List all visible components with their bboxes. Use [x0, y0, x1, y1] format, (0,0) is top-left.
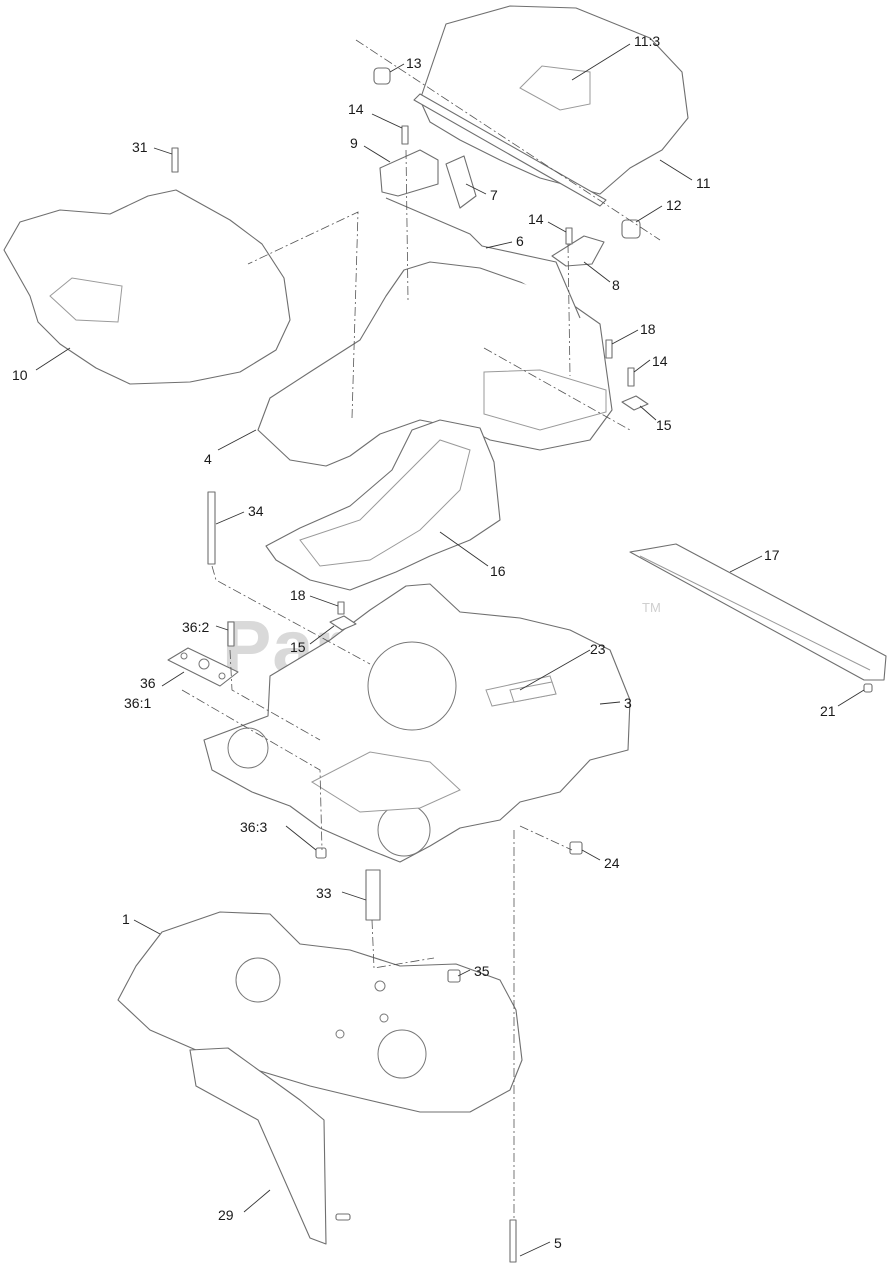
callout-33[interactable]: 33 [316, 885, 332, 901]
callout-8[interactable]: 8 [612, 277, 620, 293]
callout-23[interactable]: 23 [590, 641, 606, 657]
callouts: 11:3 13 14 9 31 7 11 12 14 6 8 18 14 10 … [12, 33, 836, 1251]
part-7-pad[interactable] [445, 155, 477, 209]
part-16-chute[interactable] [265, 419, 501, 591]
callout-18a[interactable]: 18 [640, 321, 656, 337]
callout-36[interactable]: 36 [140, 675, 156, 691]
part-4-shroud[interactable] [257, 261, 613, 467]
part-17-bar[interactable] [629, 543, 887, 681]
part-11-cover[interactable] [413, 5, 689, 207]
part-8-bracket[interactable] [551, 235, 605, 267]
leader-lines [35, 43, 865, 1257]
callout-4[interactable]: 4 [204, 451, 212, 467]
callout-7[interactable]: 7 [490, 187, 498, 203]
callout-21[interactable]: 21 [820, 703, 836, 719]
part-13-spring[interactable] [373, 67, 391, 85]
callout-31[interactable]: 31 [132, 139, 148, 155]
callout-10[interactable]: 10 [12, 367, 28, 383]
callout-15b[interactable]: 15 [290, 639, 306, 655]
callout-36-1[interactable]: 36:1 [124, 695, 151, 711]
part-10-cover[interactable] [3, 189, 291, 385]
callout-29[interactable]: 29 [218, 1207, 234, 1223]
hardware [171, 67, 873, 1263]
callout-14a[interactable]: 14 [348, 101, 364, 117]
callout-3[interactable]: 3 [624, 695, 632, 711]
part-12-spring[interactable] [621, 219, 641, 239]
callout-14b[interactable]: 14 [528, 211, 544, 227]
callout-36-2[interactable]: 36:2 [182, 619, 209, 635]
part-5-bolt[interactable] [509, 1219, 517, 1263]
part-1-deck[interactable] [117, 911, 523, 1113]
callout-11-3[interactable]: 11:3 [634, 33, 660, 49]
callout-14c[interactable]: 14 [652, 353, 668, 369]
callout-24[interactable]: 24 [604, 855, 620, 871]
callout-6[interactable]: 6 [516, 233, 524, 249]
callout-13[interactable]: 13 [406, 55, 422, 71]
callout-36-3[interactable]: 36:3 [240, 819, 267, 835]
assembly-lines [181, 39, 661, 1220]
part-34-bolt[interactable] [207, 491, 216, 565]
callout-15a[interactable]: 15 [656, 417, 672, 433]
callout-11[interactable]: 11 [696, 175, 711, 191]
callout-12[interactable]: 12 [666, 197, 682, 213]
callout-1[interactable]: 1 [122, 911, 130, 927]
callout-34[interactable]: 34 [248, 503, 264, 519]
part-33-spacer[interactable] [365, 869, 381, 921]
callout-17[interactable]: 17 [764, 547, 780, 563]
callout-35[interactable]: 35 [474, 963, 490, 979]
part-6-rod[interactable] [385, 197, 581, 319]
callout-16[interactable]: 16 [490, 563, 506, 579]
watermark-trademark: TM [642, 600, 661, 615]
callout-5[interactable]: 5 [554, 1235, 562, 1251]
part-3-frame[interactable] [203, 583, 631, 863]
callout-18b[interactable]: 18 [290, 587, 306, 603]
callout-9[interactable]: 9 [350, 135, 358, 151]
part-36-bracket[interactable] [167, 647, 239, 687]
part-9-bracket[interactable] [379, 149, 439, 197]
part-29-bracket[interactable] [189, 1047, 327, 1245]
